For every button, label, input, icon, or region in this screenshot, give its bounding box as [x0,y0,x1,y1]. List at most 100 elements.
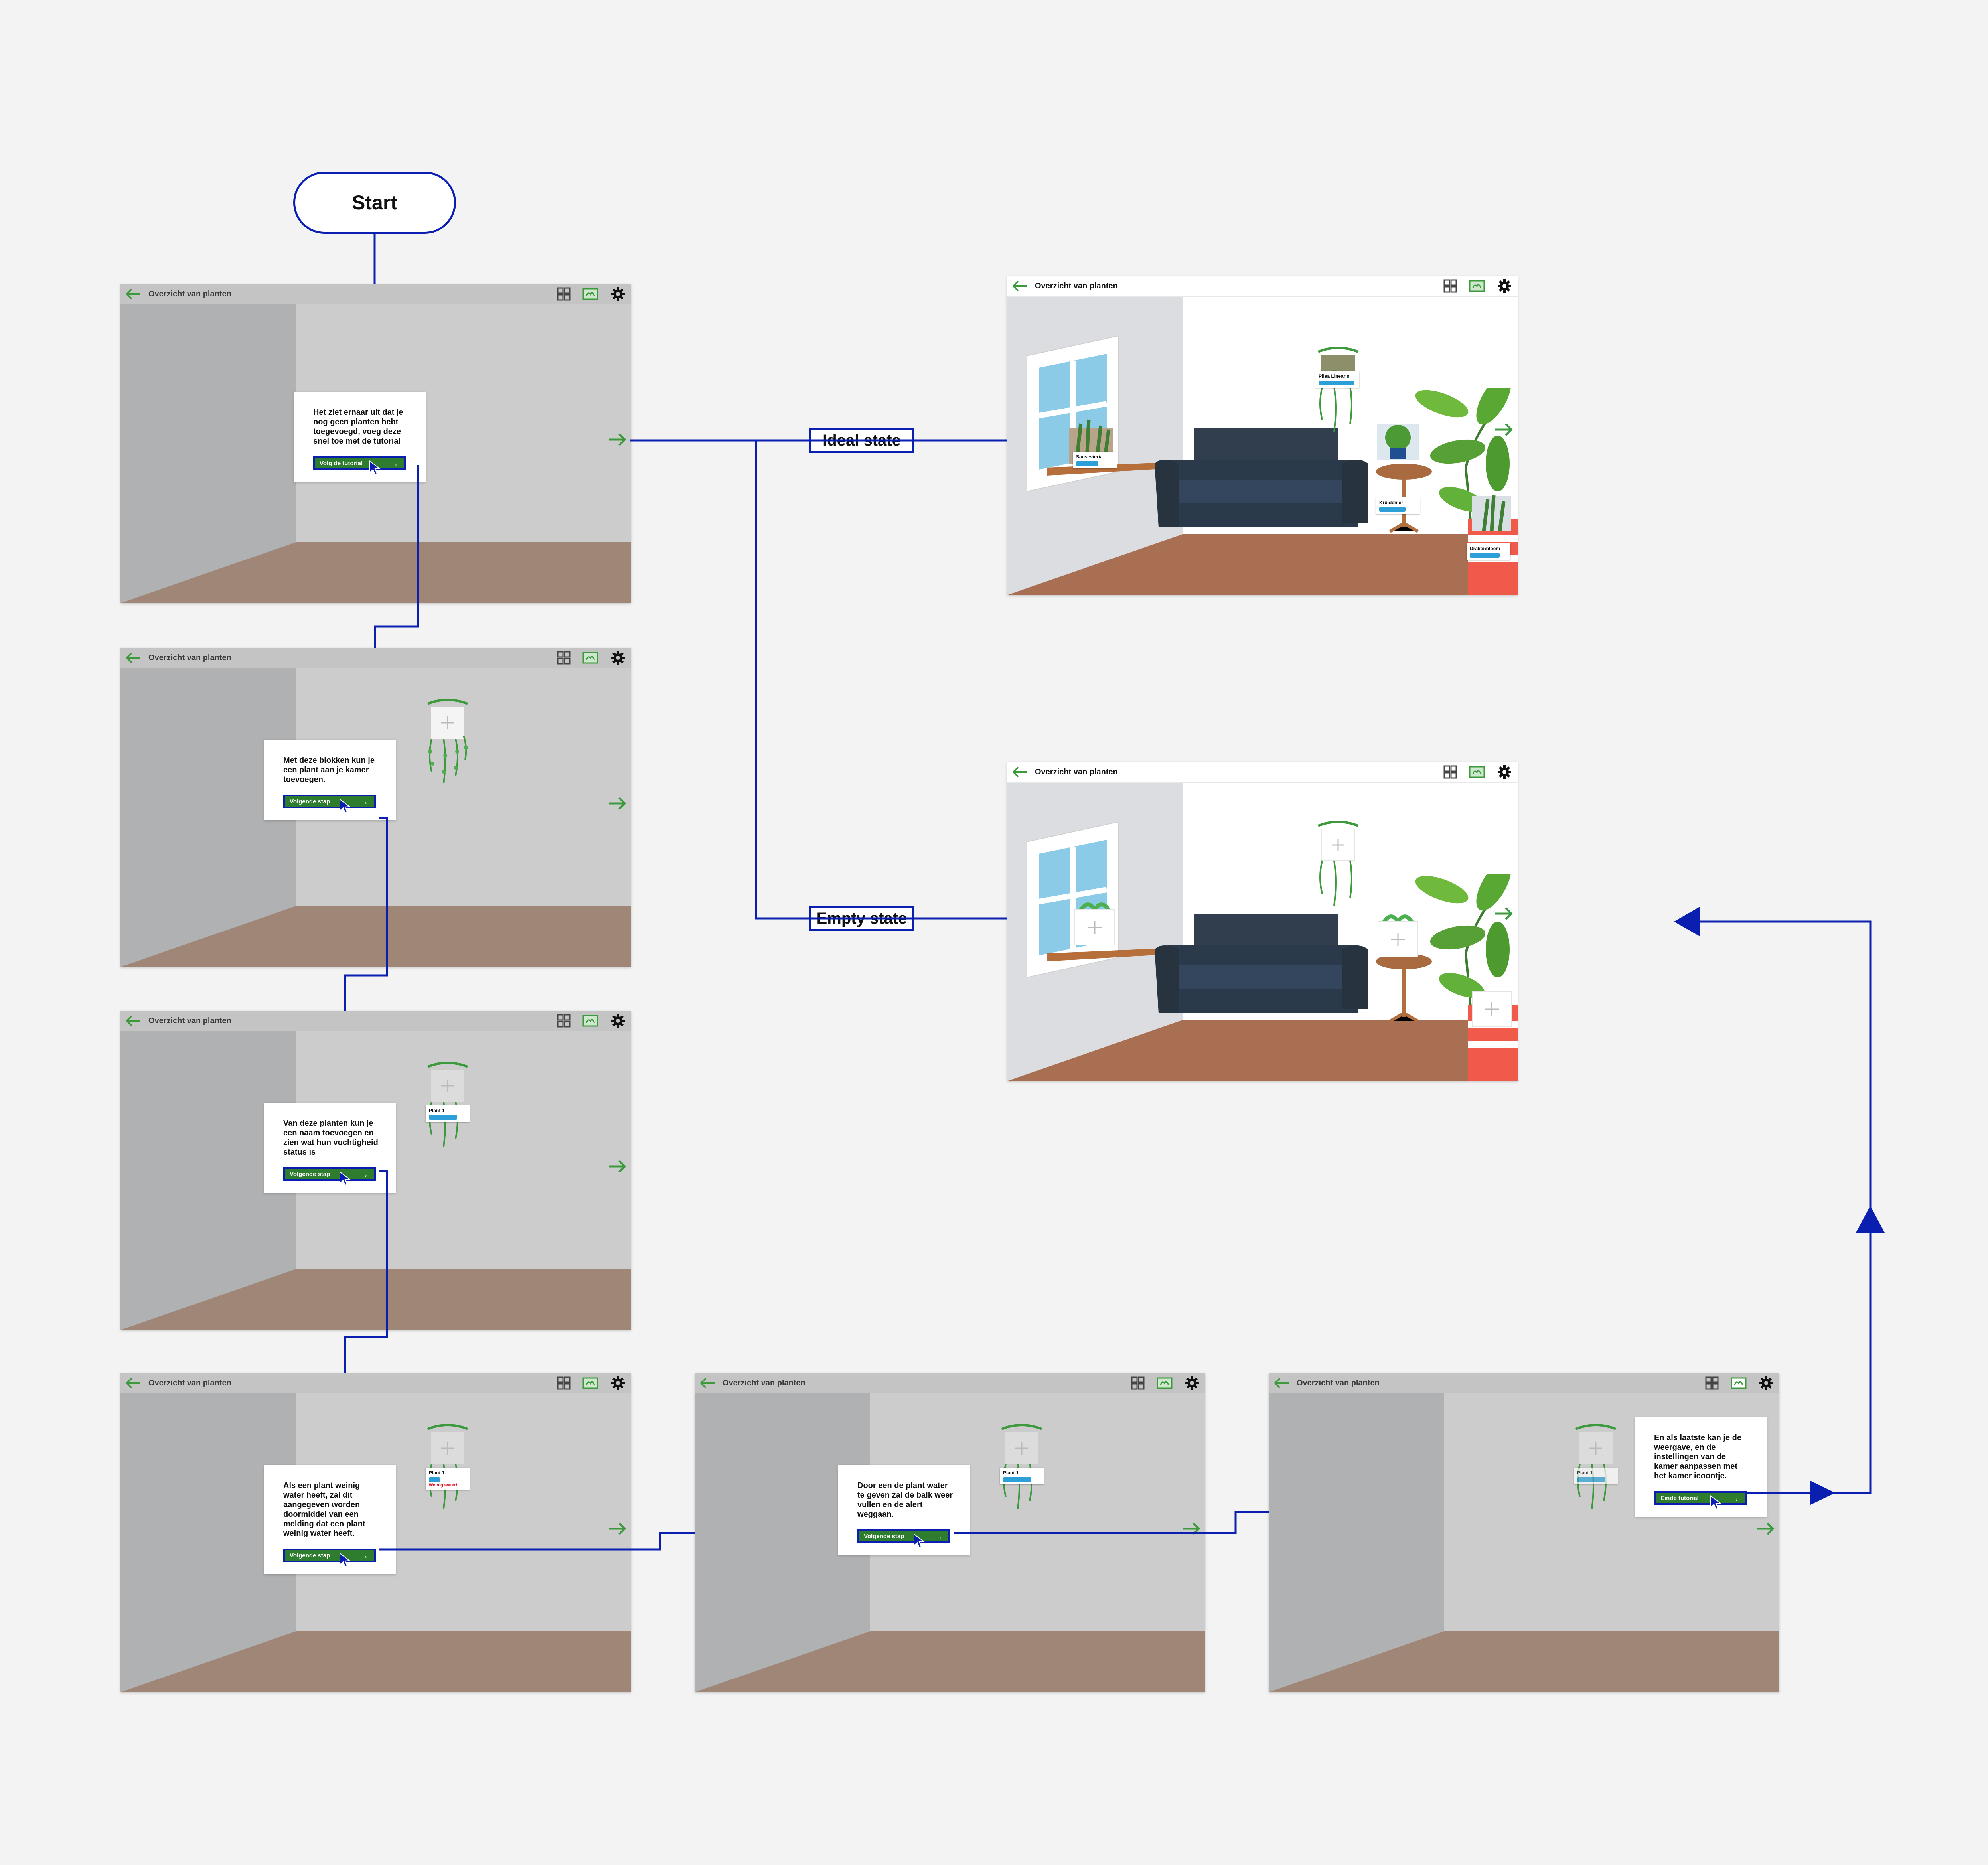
next-step-button[interactable]: Volgende stap→ [283,1549,376,1567]
room-view-icon[interactable] [582,1376,598,1390]
page-title: Overzicht van planten [1297,1378,1380,1387]
next-step-button[interactable]: Volgende stap→ [283,795,376,813]
plant-card-alert[interactable]: Plant 1 Weinig water! [426,1468,470,1490]
grid-view-icon[interactable] [557,1014,571,1028]
moisture-bar [1470,553,1500,558]
next-arrow-icon[interactable] [607,795,627,811]
room-view-icon[interactable] [1469,765,1485,779]
top-bar: Overzicht van planten [120,1011,631,1031]
follow-tutorial-button[interactable]: Volg de tutorial→ [313,456,406,475]
cursor-icon [1710,1495,1721,1510]
plant-name: Kruidenier [1379,500,1404,505]
top-bar: Overzicht van planten [1007,762,1518,783]
hanging-plant-add-slot[interactable] [416,696,480,791]
back-arrow-icon[interactable] [1273,1377,1290,1389]
plant-name: Plant 1 [429,1470,445,1476]
back-arrow-icon[interactable] [124,288,142,300]
gear-icon[interactable] [1497,764,1512,780]
empty-state-screen: Overzicht van planten [1007,762,1518,1081]
grid-view-icon[interactable] [1131,1376,1145,1390]
grid-view-icon[interactable] [557,1376,571,1390]
gear-icon[interactable] [1497,278,1512,294]
hanging-plant-slot[interactable] [416,1059,480,1155]
table-add-slot[interactable] [1374,910,1422,957]
room-view-icon[interactable] [582,1014,598,1028]
plant-card[interactable]: Drakenbloem [1467,543,1510,560]
room-view-icon[interactable] [1731,1376,1747,1390]
room-view-icon[interactable] [1469,279,1485,293]
cursor-icon [914,1533,925,1548]
gear-icon[interactable] [610,1376,626,1391]
arrowhead-left [1674,906,1700,937]
plant-card[interactable]: Plant 1 [1000,1468,1044,1484]
tutorial-screen-3: Overzicht van planten Plant 1 Van deze p… [120,1011,631,1330]
plant-card[interactable]: Plant 1 [426,1105,470,1122]
gear-icon[interactable] [610,650,626,665]
plant-name: Pilea Linearis [1319,373,1350,379]
gear-icon[interactable] [1185,1376,1200,1391]
page-title: Overzicht van planten [148,1378,231,1387]
next-step-button[interactable]: Volgende stap→ [283,1167,376,1186]
plant-card[interactable]: Kruidenier [1376,497,1420,514]
plant-name: Plant 1 [429,1108,445,1113]
back-arrow-icon[interactable] [124,652,142,664]
arrow-right-icon: → [360,1551,369,1561]
top-bar: Overzicht van planten [120,284,631,304]
next-step-button[interactable]: Volgende stap→ [857,1529,950,1548]
grid-view-icon[interactable] [1443,765,1457,779]
hanging-plant-photo[interactable] [1306,344,1370,440]
back-arrow-icon[interactable] [124,1377,142,1389]
windowsill-add-slot[interactable] [1071,898,1119,945]
floor-plant-photo[interactable] [1470,491,1514,531]
page-title: Overzicht van planten [148,1016,231,1025]
end-tutorial-button[interactable]: Einde tutorial→ [1654,1491,1747,1510]
grid-view-icon[interactable] [557,287,571,301]
sofa-illustration [1155,914,1368,1013]
page-title: Overzicht van planten [723,1378,805,1387]
arrowhead-right [1810,1480,1835,1505]
next-arrow-icon[interactable] [607,1521,627,1537]
grid-view-icon[interactable] [1443,279,1457,293]
low-water-alert: Weinig water! [429,1483,458,1488]
back-arrow-icon[interactable] [1011,280,1029,292]
back-arrow-icon[interactable] [1011,766,1029,778]
gear-icon[interactable] [610,1013,626,1028]
room-view-icon[interactable] [582,287,598,301]
table-plant-photo[interactable] [1374,416,1422,460]
room-view-icon[interactable] [1157,1376,1173,1390]
back-arrow-icon[interactable] [699,1377,716,1389]
gear-icon[interactable] [1759,1376,1774,1391]
page-title: Overzicht van planten [148,289,231,298]
next-arrow-icon[interactable] [607,1158,627,1174]
tutorial-screen-4: Overzicht van planten Plant 1 Weinig wat… [120,1373,631,1692]
tutorial-screen-5: Overzicht van planten Plant 1 Door een d… [695,1373,1205,1692]
tutorial-tooltip: En als laatste kan je de weergave, en de… [1635,1417,1767,1517]
floor-add-slot[interactable] [1470,989,1514,1029]
next-arrow-icon[interactable] [1494,906,1514,922]
next-arrow-icon[interactable] [1755,1521,1775,1537]
arrow-right-icon: → [360,1169,369,1179]
moisture-bar [1076,461,1099,466]
plant-card[interactable]: Sansevieria [1073,452,1117,468]
arrow-right-icon: → [390,458,399,468]
empty-state-label: Empty state [809,906,914,931]
hanging-plant-slot[interactable] [416,1421,480,1517]
gear-icon[interactable] [610,286,626,302]
cursor-icon [340,1553,351,1567]
hanging-plant-add-slot[interactable] [1306,818,1370,914]
room-view-icon[interactable] [582,651,598,665]
next-arrow-icon[interactable] [607,432,627,448]
next-arrow-icon[interactable] [1181,1521,1201,1537]
back-arrow-icon[interactable] [124,1015,142,1027]
tutorial-tooltip: Het ziet ernaar uit dat je nog geen plan… [294,392,426,482]
plant-card[interactable]: Plant 1 [1574,1468,1618,1484]
moisture-bar [1577,1477,1605,1482]
grid-view-icon[interactable] [1705,1376,1719,1390]
plant-card[interactable]: Pilea Linearis [1315,371,1359,388]
top-bar: Overzicht van planten [120,1373,631,1393]
arrowhead-up [1856,1206,1885,1233]
page-title: Overzicht van planten [1035,767,1118,776]
grid-view-icon[interactable] [557,651,571,665]
next-arrow-icon[interactable] [1494,422,1514,438]
